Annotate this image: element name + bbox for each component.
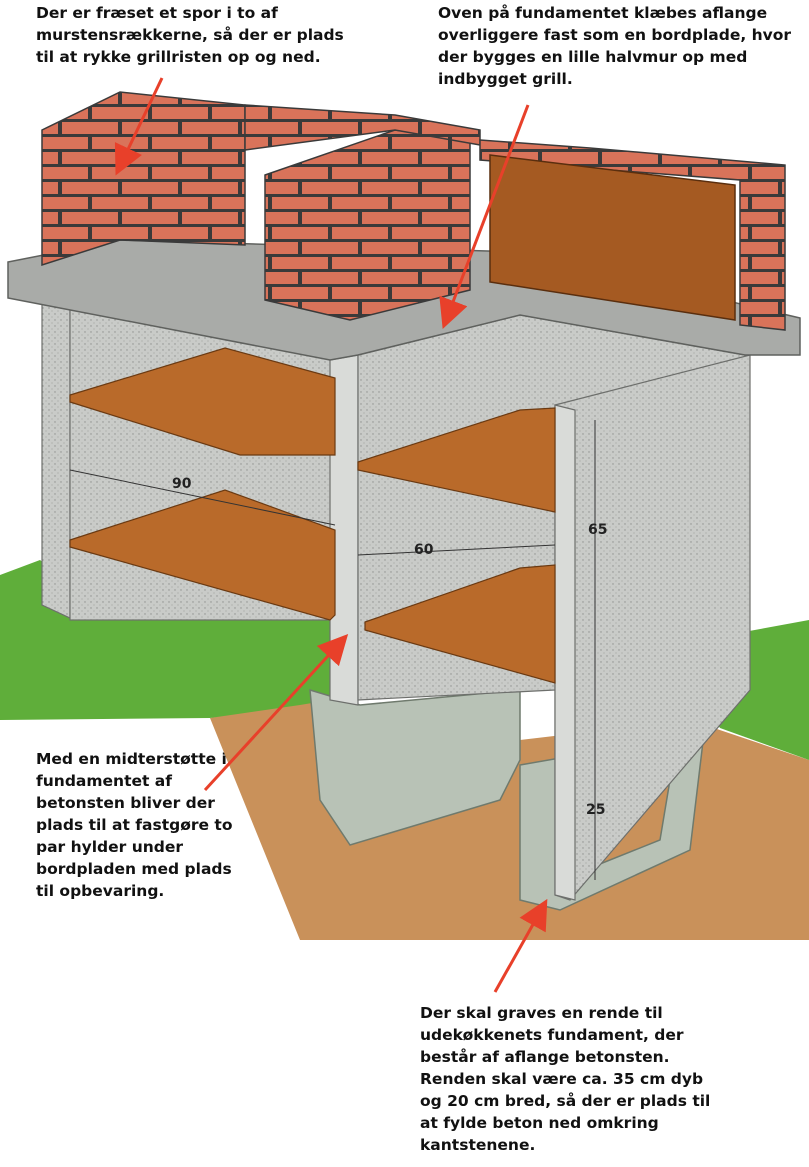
callout-foundation-trench: Der skal graves en rende til udekøkkenet… — [420, 1004, 711, 1154]
arrow-grill-groove — [114, 77, 164, 176]
shelf-left-upper — [69, 347, 336, 456]
arrow-foundation-trench — [493, 898, 548, 993]
dimension-label-25: 25 — [586, 802, 605, 818]
arrow-countertop — [439, 104, 530, 330]
callout-middle-support: Med en midterstøtte i fundamentet af bet… — [36, 750, 233, 900]
left-pillar — [41, 299, 71, 619]
dimension-label-60: 60 — [414, 542, 434, 558]
dimension-line-60 — [357, 544, 556, 556]
brick-wall-middle — [264, 129, 471, 321]
brick-wall-left — [41, 91, 246, 267]
arrow-middle-support — [203, 633, 349, 792]
right-pillar-edge — [554, 404, 576, 901]
dimension-label-65: 65 — [588, 522, 607, 538]
dimension-line-90 — [69, 469, 336, 526]
grill-plate — [489, 154, 736, 321]
shelf-right-upper — [357, 407, 556, 513]
shelf-left-lower — [69, 489, 336, 621]
callout-countertop: Oven på fundamentet klæbes aflange overl… — [438, 4, 792, 88]
foundation-block-middle — [309, 688, 521, 846]
shelf-right-lower — [364, 564, 556, 684]
callout-grill-groove: Der er fræset et spor i to af murstensræ… — [36, 4, 344, 66]
dimension-label-90: 90 — [172, 476, 192, 492]
